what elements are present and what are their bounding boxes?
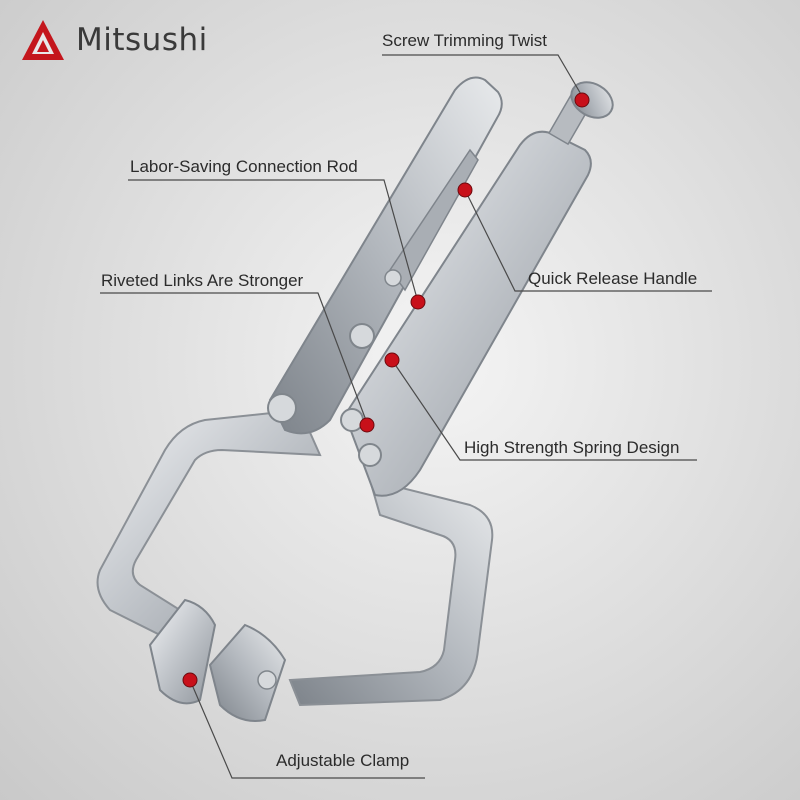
rivet <box>267 393 297 423</box>
upper-handle <box>268 76 503 435</box>
marker-high-strength-spring <box>384 352 400 368</box>
leader-quick-release-handle <box>464 189 712 292</box>
release-lever <box>389 148 479 292</box>
brand-name: Mitsushi <box>76 22 208 58</box>
leader-screw-trimming-twist <box>382 54 583 97</box>
callout-adjustable-clamp: Adjustable Clamp <box>276 751 410 770</box>
leader-high-strength-spring <box>391 359 697 461</box>
brand-logo: Mitsushi <box>20 18 208 62</box>
rivet <box>358 443 382 467</box>
callout-riveted-links: Riveted Links Are Stronger <box>101 271 304 290</box>
leader-adjustable-clamp <box>189 679 425 779</box>
rivet <box>340 408 364 432</box>
leader-lines <box>100 54 712 779</box>
rivet <box>349 323 375 349</box>
rivet <box>257 670 277 690</box>
c-frame-lower <box>288 478 494 707</box>
leader-riveted-links <box>100 292 368 424</box>
markers <box>182 92 590 688</box>
marker-riveted-links <box>359 417 375 433</box>
marker-labor-saving-rod <box>410 294 426 310</box>
lower-handle <box>343 130 592 497</box>
callout-high-strength-spring: High Strength Spring Design <box>464 438 680 457</box>
rivet <box>384 269 402 287</box>
callout-labor-saving-rod: Labor-Saving Connection Rod <box>130 157 358 176</box>
marker-screw-trimming-twist <box>574 92 590 108</box>
marker-adjustable-clamp <box>182 672 198 688</box>
red-triangle-logo-icon <box>22 20 64 60</box>
swivel-pad-left <box>148 598 217 705</box>
screw-knob <box>570 81 614 119</box>
swivel-pad-right <box>208 623 287 722</box>
callout-screw-trimming-twist: Screw Trimming Twist <box>382 31 547 50</box>
c-frame <box>96 408 322 642</box>
leader-labor-saving-rod <box>128 179 419 303</box>
marker-quick-release-handle <box>457 182 473 198</box>
callout-quick-release-handle: Quick Release Handle <box>528 269 698 288</box>
